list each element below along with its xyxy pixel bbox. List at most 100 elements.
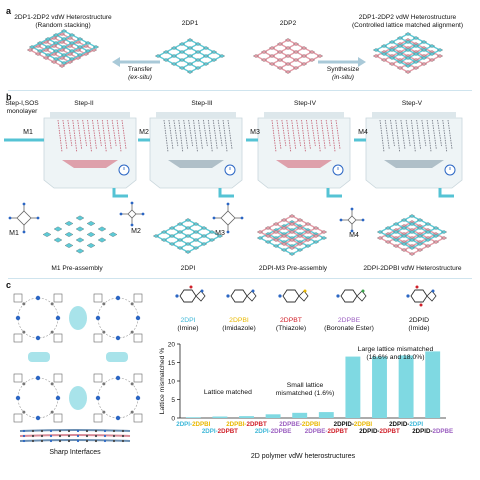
sharp-interface-stack bbox=[19, 429, 131, 443]
y-tick-label: 5 bbox=[171, 397, 175, 404]
lattice-node bbox=[280, 234, 288, 238]
lattice-node bbox=[292, 42, 300, 46]
polymer-2dpbi-name: 2DPBI bbox=[229, 317, 249, 324]
phenyl-ring bbox=[93, 413, 103, 423]
interface-atom bbox=[76, 439, 80, 443]
structure-bottom-right bbox=[93, 373, 143, 423]
x-tick-part: 2DPBE- bbox=[305, 428, 328, 435]
lattice-node bbox=[396, 36, 404, 40]
lattice-node bbox=[52, 41, 60, 45]
atom bbox=[35, 375, 41, 381]
monomer-atom bbox=[141, 212, 145, 216]
lattice-node bbox=[272, 222, 280, 226]
interface-atom bbox=[121, 434, 125, 438]
bar bbox=[398, 355, 414, 418]
molecule-chain bbox=[271, 119, 277, 153]
lattice-node bbox=[60, 37, 68, 41]
left-title-line2: (Random stacking) bbox=[35, 21, 91, 29]
lattice-node bbox=[288, 230, 296, 234]
x-tick-part: 2DPBI- bbox=[226, 421, 246, 428]
atom bbox=[95, 315, 101, 321]
atom bbox=[22, 410, 26, 414]
y-axis-label: Lattice mismatched % bbox=[159, 348, 166, 415]
lattice-node bbox=[36, 49, 44, 53]
m3-structure bbox=[212, 202, 244, 234]
lattice-node bbox=[280, 218, 288, 222]
polymer-2dpbt-sub: (Thiazole) bbox=[275, 324, 307, 332]
x-tick-label: 2DPI-2DPBI bbox=[176, 421, 210, 428]
heterocycle bbox=[195, 290, 206, 302]
right-title-line2: (Controlled lattice matched alignment) bbox=[351, 21, 464, 29]
lattice-node bbox=[400, 226, 408, 230]
lattice-node bbox=[202, 62, 210, 66]
atom bbox=[102, 410, 106, 414]
x-tick-label: 2DPBE-2DPBI bbox=[279, 421, 320, 428]
x-tick-label: 2DPID-2DPBI bbox=[334, 421, 373, 428]
polymer-2dpbe-sub: (Boronate Ester) bbox=[324, 324, 374, 332]
lattice-node bbox=[192, 230, 200, 234]
m4-structure bbox=[339, 207, 365, 233]
2dp1-lattice bbox=[154, 38, 226, 74]
reactor-layer bbox=[276, 160, 332, 168]
n-atom bbox=[278, 294, 282, 298]
lattice-node bbox=[320, 230, 328, 234]
phenyl-ring bbox=[133, 413, 143, 423]
molecule-chain bbox=[116, 119, 122, 153]
lattice-node bbox=[50, 60, 58, 64]
lattice-node bbox=[186, 38, 194, 42]
interface-layer bbox=[19, 439, 131, 442]
preassembly-tile bbox=[75, 237, 85, 243]
lattice-node bbox=[380, 58, 388, 62]
left-title-line1: 2DP1-2DP2 vdW Heterostructure bbox=[14, 14, 112, 21]
molecule-chain bbox=[202, 119, 208, 147]
caption-heterostructure: 2DPI-2DPBI vdW Heterostructure bbox=[363, 265, 462, 272]
reactor-lid bbox=[156, 112, 236, 118]
atom bbox=[55, 315, 61, 321]
molecule-chain bbox=[442, 119, 448, 153]
atom bbox=[35, 415, 41, 421]
interface-atom bbox=[40, 434, 44, 438]
mismatch-bar-left bbox=[28, 352, 50, 362]
transfer-text: Transfer bbox=[127, 66, 153, 73]
x-tick-label: 2DPI-2DPBE bbox=[255, 428, 291, 435]
lattice-node bbox=[400, 242, 408, 246]
lattice-node bbox=[186, 46, 194, 50]
lattice-node bbox=[60, 29, 68, 33]
annotation-line: Large lattice mismatched bbox=[358, 346, 434, 353]
lattice-node bbox=[420, 56, 428, 60]
lattice-node bbox=[408, 222, 416, 226]
atom bbox=[95, 395, 101, 401]
phenyl-ring bbox=[13, 373, 23, 383]
monomer-atom bbox=[226, 230, 230, 234]
random-stack-top bbox=[28, 29, 100, 65]
lattice-node bbox=[420, 40, 428, 44]
lattice-node bbox=[392, 222, 400, 226]
bar bbox=[425, 351, 441, 418]
panel-a-label: a bbox=[6, 6, 12, 16]
2dpi-lattice bbox=[152, 218, 224, 254]
lattice-node bbox=[424, 238, 432, 242]
phenyl-ring bbox=[133, 293, 143, 303]
lattice-node bbox=[260, 50, 268, 54]
annotation-line: Lattice matched bbox=[204, 389, 252, 396]
outlet-arrow bbox=[218, 188, 234, 198]
lattice-node bbox=[160, 238, 168, 242]
panel-c-structures bbox=[13, 285, 437, 443]
lattice-node bbox=[154, 54, 162, 58]
lattice-node bbox=[268, 62, 276, 66]
reactor-body bbox=[149, 117, 243, 189]
molecule-chain bbox=[57, 119, 63, 153]
lattice-node bbox=[208, 230, 216, 234]
interface-atom bbox=[31, 439, 35, 443]
molecule-chain bbox=[421, 119, 427, 147]
lattice-node bbox=[184, 234, 192, 238]
lattice-node bbox=[416, 248, 424, 252]
bar bbox=[292, 412, 308, 418]
lattice-node bbox=[424, 222, 432, 226]
reactor-lid bbox=[50, 112, 130, 118]
lattice-node bbox=[284, 38, 292, 42]
x-tick-part: 2DPBE- bbox=[279, 421, 302, 428]
preassembly-tile bbox=[75, 248, 85, 254]
atom bbox=[50, 382, 54, 386]
panel-c-label: c bbox=[6, 280, 12, 290]
